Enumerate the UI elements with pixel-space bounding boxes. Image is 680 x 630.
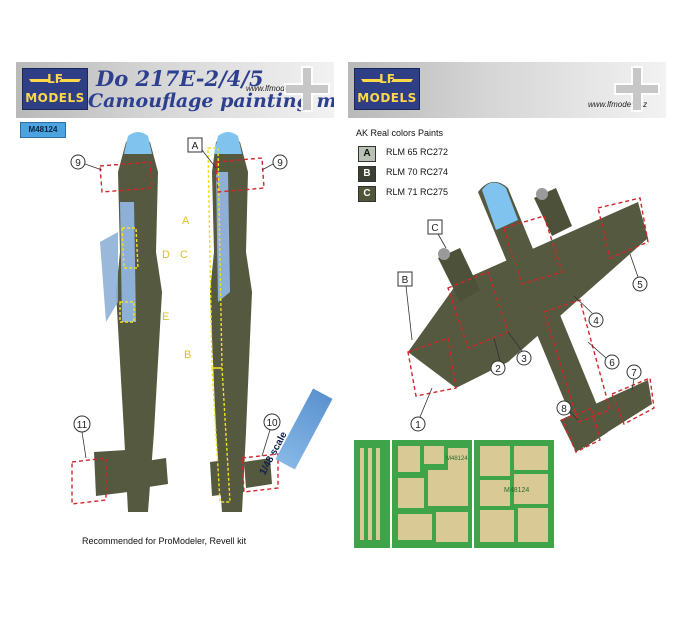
- logo-models-text: MODELS: [357, 91, 417, 105]
- right-instruction-card: LF MODELS www.lfmodels.cz AK Real colors…: [348, 62, 666, 552]
- paint-label: RLM 70 RC274: [386, 167, 449, 177]
- label-b: B: [184, 349, 191, 361]
- logo-lf-text: LF: [379, 72, 395, 86]
- recommended-kit-note: Recommended for ProModeler, Revell kit: [82, 536, 247, 546]
- aircraft-top-view: C B 1 2 3 4 5: [397, 181, 655, 453]
- mask-sheets: M48124 M48124: [354, 440, 554, 548]
- paint-label: RLM 71 RC275: [386, 187, 449, 197]
- svg-text:9: 9: [75, 158, 81, 169]
- lf-models-logo-right: LF MODELS: [354, 68, 420, 110]
- label-a-yellow: A: [182, 215, 190, 227]
- callout-3: 3: [507, 331, 532, 366]
- logo-models-text: MODELS: [25, 91, 85, 105]
- svg-text:7: 7: [631, 368, 637, 379]
- callout-c: C: [427, 219, 447, 249]
- aircraft-planform: [407, 181, 655, 453]
- logo-lf-text: LF: [47, 72, 63, 86]
- mask-sheet-middle: M48124: [392, 440, 472, 548]
- svg-text:11: 11: [77, 420, 88, 431]
- website-url: www.lfmodels.cz: [246, 84, 306, 93]
- svg-text:C: C: [431, 223, 438, 234]
- svg-text:5: 5: [637, 280, 643, 291]
- svg-text:10: 10: [266, 418, 278, 429]
- product-code-badge: M48124: [20, 122, 66, 138]
- product-subtitle: Camouflage painting mask: [88, 90, 334, 112]
- mask-sheet-strips: [354, 440, 390, 548]
- svg-text:2: 2: [495, 364, 501, 375]
- svg-text:8: 8: [561, 404, 567, 415]
- product-title: Do 217E-2/4/5: [96, 66, 264, 91]
- wings-icon: [29, 79, 81, 82]
- balkenkreuz-icon: [284, 66, 330, 112]
- lf-models-logo: LF MODELS: [22, 68, 88, 110]
- callout-8: 8: [556, 400, 579, 421]
- aircraft-profile-left: [71, 132, 168, 512]
- callout-2: 2: [490, 337, 506, 376]
- mask-sheet-code: M48124: [446, 456, 468, 462]
- callout-11: 11: [73, 415, 91, 459]
- label-e: E: [162, 311, 169, 323]
- aircraft-profile-right: [207, 132, 279, 512]
- label-c: C: [180, 249, 188, 261]
- mask-sheet-right: M48124: [474, 440, 554, 548]
- svg-text:A: A: [192, 141, 199, 152]
- paints-title: AK Real colors Paints: [356, 128, 444, 138]
- callout-a: A: [187, 137, 217, 169]
- website-url-right: www.lfmodels.cz: [588, 100, 648, 109]
- mask-sheet-code-right: M48124: [504, 487, 529, 494]
- paint-swatch: B: [358, 166, 376, 182]
- callout-5: 5: [629, 253, 648, 292]
- paint-label: RLM 65 RC272: [386, 147, 449, 157]
- callout-9-right: 9: [261, 154, 288, 171]
- svg-text:3: 3: [521, 354, 527, 365]
- callout-7: 7: [626, 364, 642, 391]
- svg-text:B: B: [402, 275, 409, 286]
- callout-10: 10: [261, 413, 281, 457]
- paint-swatch: C: [358, 186, 376, 202]
- aircraft-side-views: 9 9 A A D C E B 10 11: [70, 132, 288, 512]
- callout-9-left: 9: [70, 154, 103, 171]
- svg-text:9: 9: [277, 158, 283, 169]
- paint-swatch: A: [358, 146, 376, 162]
- callout-b: B: [397, 271, 413, 341]
- left-instruction-card: LF MODELS Do 217E-2/4/5 Camouflage paint…: [16, 62, 334, 552]
- svg-text:4: 4: [593, 316, 599, 327]
- label-d: D: [162, 249, 170, 261]
- callout-1: 1: [410, 387, 433, 432]
- wings-icon: [361, 79, 413, 82]
- balkenkreuz-icon: [614, 66, 660, 112]
- svg-text:6: 6: [609, 358, 615, 369]
- svg-text:1: 1: [415, 420, 421, 431]
- callout-4: 4: [573, 295, 604, 328]
- callout-6: 6: [587, 341, 620, 370]
